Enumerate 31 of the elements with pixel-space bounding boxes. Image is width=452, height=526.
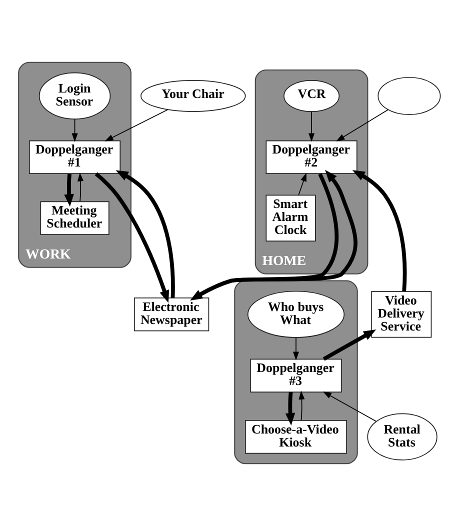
node-box: Meeting Scheduler [40, 201, 110, 235]
arrow [336, 109, 388, 142]
node-ellipse: Who buys What [247, 290, 345, 338]
node-ellipse: Login Sensor [38, 72, 111, 120]
arrow [322, 391, 376, 422]
arrow [352, 170, 407, 292]
node-ellipse: VCR [284, 80, 340, 112]
arrow [77, 172, 84, 202]
arrow [322, 330, 376, 361]
node-ellipse: Rental Stats [367, 413, 438, 460]
node-box: Electronic Newspaper [134, 298, 210, 332]
arrow [193, 170, 358, 300]
node-box: Video Delivery Service [371, 291, 432, 338]
node-box: Choose-a-Video Kiosk [245, 420, 347, 454]
node-box: Doppelganger #3 [250, 358, 342, 392]
arrow [285, 392, 296, 426]
node-box: Doppelganger #2 [266, 140, 358, 174]
arrow [94, 172, 170, 303]
arrow [104, 109, 168, 142]
arrow [308, 111, 315, 142]
node-ellipse: Your Chair [140, 80, 246, 112]
arrow [64, 174, 74, 207]
arrow [298, 390, 305, 421]
arrow [72, 118, 78, 142]
arrow [116, 170, 175, 298]
node-box: Doppelganger #1 [28, 140, 121, 174]
node-box: Smart Alarm Clock [266, 194, 316, 242]
arrow [292, 337, 300, 360]
cluster [234, 280, 358, 464]
node-ellipse [378, 76, 441, 115]
arrow [298, 172, 306, 196]
